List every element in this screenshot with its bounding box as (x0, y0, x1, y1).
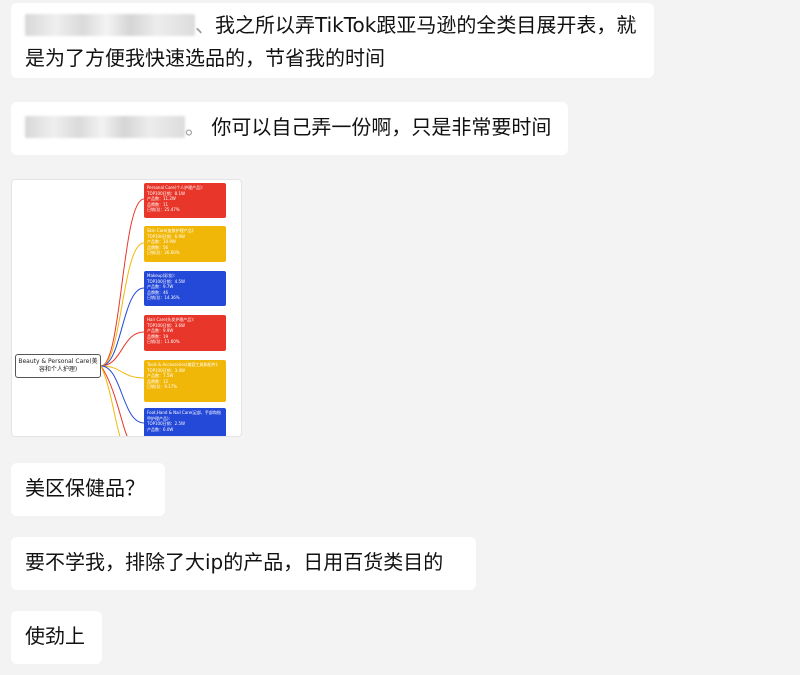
mindmap-category-stat: 产品数：9.9W (147, 328, 174, 334)
mindmap-category-stat: TOP100日销：4.5W (147, 278, 185, 284)
mindmap-category-stat: 品牌数：46 (147, 289, 169, 295)
mindmap-category-stat: 产品数：11.2W (147, 196, 176, 202)
mindmap-category-node: Tools & Accessories(美容工具和配件):TOP100日销：3.… (144, 360, 226, 402)
mindmap-category-stat: 产品数：6.0W (147, 426, 174, 432)
message-text: 要不学我，排除了大ip的产品，日用百货类目的 (25, 550, 444, 574)
redacted-sender-name (25, 116, 185, 138)
mindmap-category-stat: 日销/总：25.47% (147, 207, 180, 213)
redacted-sender-name (25, 14, 195, 36)
mindmap-category-stat: 品牌数：12 (147, 378, 169, 384)
chat-message-bubble: 使劲上 (11, 611, 102, 664)
mindmap-category-stat: 日销/总：26.60% (147, 250, 180, 256)
chat-message-bubble: 要不学我，排除了大ip的产品，日用百货类目的 (11, 537, 476, 590)
chat-message-bubble: 美区保健品？ (11, 463, 165, 516)
mindmap-category-title: Foot,Hand & Nail Care(足部、手部和指甲护理产品): (147, 410, 221, 421)
mindmap-category-stat: 产品数：10.9W (147, 239, 176, 245)
mindmap-category-title: Tools & Accessories(美容工具和配件): (147, 362, 219, 367)
mindmap-connectors (100, 198, 145, 436)
mindmap-category-stat: 品牌数：19 (147, 333, 169, 339)
chat-image-mindmap[interactable]: Beauty & Personal Care(美容和个人护理) Personal… (11, 179, 242, 437)
mindmap-category-stat: 产品数：7.5W (147, 373, 174, 379)
mindmap-category-stat: 日销/总：14.36% (147, 295, 180, 301)
mindmap-category-stat: TOP100日销：2.5W (147, 421, 185, 427)
mindmap-category-stat: TOP100日销：6.9W (147, 233, 185, 239)
chat-message-bubble: 、我之所以弄TikTok跟亚马逊的全类目展开表，就是为了方便我快速选品的，节省我… (11, 3, 654, 78)
mindmap-category-title: Skin Care(皮肤护理产品): (147, 228, 195, 233)
mindmap-category-node: Foot,Hand & Nail Care(足部、手部和指甲护理产品):TOP1… (144, 408, 226, 436)
mindmap-category-stat: TOP100日销：3.6W (147, 322, 185, 328)
mindmap-root-node: Beauty & Personal Care(美容和个人护理) (15, 354, 101, 378)
chat-message-bubble: 。 你可以自己弄一份啊，只是非常要时间 (11, 102, 568, 155)
mindmap-category-title: Hair Care(头发护理产品): (147, 317, 195, 322)
mindmap-category-stat: TOP100日销：8.1W (147, 190, 185, 196)
message-text: 你可以自己弄一份啊，只是非常要时间 (211, 115, 552, 139)
message-text: 使劲上 (25, 624, 85, 648)
mindmap-category-title: Personal Care(个人护理产品): (147, 185, 204, 190)
mindmap-category-stat: TOP100日销：3.4W (147, 367, 185, 373)
mindmap-category-stat: 日销/总：9.17% (147, 384, 178, 390)
mindmap-category-stat: 产品数：9.7W (147, 284, 174, 290)
mindmap-category-stat: 品牌数：56 (147, 244, 169, 250)
message-text: 我之所以弄TikTok跟亚马逊的全类目展开表，就是为了方便我快速选品的，节省我的… (25, 13, 637, 70)
mindmap-category-stat: 日销/总：11.60% (147, 339, 180, 345)
mindmap-category-stat: 品牌数：11 (147, 201, 169, 207)
message-text: 美区保健品？ (25, 476, 145, 500)
mindmap-category-title: Makeup(彩妆): (147, 273, 176, 278)
